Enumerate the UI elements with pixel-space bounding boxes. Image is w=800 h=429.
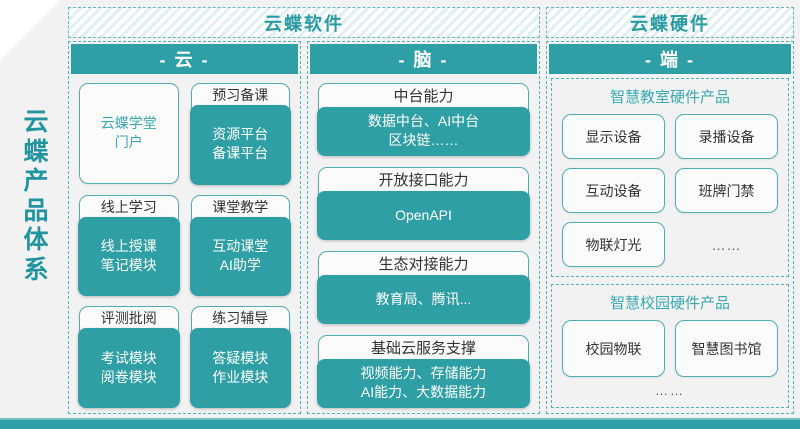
card-cloud-infrastructure-title: 基础云服务支撑: [370, 340, 476, 357]
card-assessment-grading[interactable]: 评测批阅 考试模块 阅卷模块: [78, 306, 180, 408]
card-practice-tutoring-inner: 答疑模块 作业模块: [189, 328, 291, 408]
brain-card-stack: 中台能力 数据中台、AI中台 区块链…… 开放接口能力 OpenAPI: [317, 83, 530, 408]
card-practice-tutoring-item-0: 答疑模块: [212, 349, 269, 366]
card-online-learning-item-1: 笔记模块: [100, 257, 157, 274]
group-software-body: - 云 - 云蝶学堂 门户 预习备课 资源平台: [68, 41, 540, 414]
hw-item-recording-device[interactable]: 录播设备: [675, 114, 778, 160]
hw-item-display-device[interactable]: 显示设备: [562, 114, 665, 160]
cloud-card-grid: 云蝶学堂 门户 预习备课 资源平台 备课平台 线上: [78, 83, 291, 408]
panel-terminal-content: 智慧教室硬件产品 显示设备 录播设备 互动设备 班牌门禁 物联灯光 …… 智慧校…: [547, 74, 793, 413]
card-preview-prep-item-0: 资源平台: [212, 126, 269, 143]
card-cloud-infrastructure-item-0: 视频能力、存储能力: [360, 365, 487, 382]
hw-item-smart-library[interactable]: 智慧图书馆: [675, 320, 778, 377]
bottom-accent-bar: [0, 418, 800, 429]
card-preview-prep[interactable]: 预习备课 资源平台 备课平台: [189, 83, 291, 185]
panel-terminal-title: - 端 -: [549, 44, 791, 74]
card-assessment-grading-inner: 考试模块 阅卷模块: [78, 328, 180, 408]
group-hardware-body: - 端 - 智慧教室硬件产品 显示设备 录播设备 互动设备 班牌门禁 物联灯光 …: [546, 41, 794, 414]
hw-grid-smart-classroom: 显示设备 录播设备 互动设备 班牌门禁 物联灯光 ……: [562, 114, 778, 268]
panel-cloud-title: - 云 -: [71, 44, 298, 74]
vertical-title-char-1: 蝶: [23, 137, 49, 166]
hw-box-smart-campus-title: 智慧校园硬件产品: [609, 295, 730, 313]
card-practice-tutoring-item-1: 作业模块: [212, 368, 269, 385]
card-ecosystem-integration-item-0: 教育局、腾讯...: [375, 290, 472, 307]
card-open-api-item-0: OpenAPI: [395, 206, 452, 223]
card-middle-platform-item-1: 区块链……: [388, 132, 459, 149]
group-hardware: 云蝶硬件 - 端 - 智慧教室硬件产品 显示设备 录播设备 互动设备 班牌门禁 …: [546, 7, 794, 414]
panel-cloud-content: 云蝶学堂 门户 预习备课 资源平台 备课平台 线上: [69, 74, 300, 413]
card-practice-tutoring-title: 练习辅导: [212, 310, 269, 327]
card-cloud-infrastructure-item-1: AI能力、大数据能力: [360, 384, 487, 401]
card-assessment-grading-title: 评测批阅: [100, 310, 157, 327]
card-ecosystem-integration-inner: 教育局、腾讯...: [317, 275, 530, 324]
card-classroom-teaching-inner: 互动课堂 AI助学: [189, 216, 291, 297]
card-preview-prep-item-1: 备课平台: [212, 145, 269, 162]
panel-brain: - 脑 - 中台能力 数据中台、AI中台 区块链…… 开放接口能力: [307, 41, 540, 414]
group-software-header: 云蝶软件: [68, 7, 540, 38]
card-classroom-teaching-item-1: AI助学: [219, 257, 261, 274]
panel-brain-content: 中台能力 数据中台、AI中台 区块链…… 开放接口能力 OpenAPI: [308, 74, 539, 413]
hw-item-interactive-device[interactable]: 互动设备: [562, 168, 665, 214]
card-ecosystem-integration-title: 生态对接能力: [378, 256, 469, 273]
card-online-learning[interactable]: 线上学习 线上授课 笔记模块: [78, 194, 180, 297]
diagram-vertical-title: 云 蝶 产 品 体 系: [8, 108, 64, 285]
card-assessment-grading-item-0: 考试模块: [100, 349, 157, 366]
card-open-api-inner: OpenAPI: [317, 191, 530, 240]
card-middle-platform-title: 中台能力: [393, 88, 454, 105]
panel-terminal: - 端 - 智慧教室硬件产品 显示设备 录播设备 互动设备 班牌门禁 物联灯光 …: [546, 41, 794, 414]
card-yundie-portal-title: 云蝶学堂 门户: [101, 114, 157, 152]
card-online-learning-title: 线上学习: [100, 198, 157, 215]
hw-grid-smart-campus: 校园物联 智慧图书馆: [562, 320, 778, 377]
card-ecosystem-integration[interactable]: 生态对接能力 教育局、腾讯...: [317, 251, 530, 324]
card-middle-platform-inner: 数据中台、AI中台 区块链……: [317, 107, 530, 156]
hw-campus-more-ellipsis: ……: [655, 383, 685, 398]
card-middle-platform-item-0: 数据中台、AI中台: [367, 113, 480, 130]
group-software: 云蝶软件 - 云 - 云蝶学堂 门户 预习备课: [68, 7, 540, 414]
card-middle-platform[interactable]: 中台能力 数据中台、AI中台 区块链……: [317, 83, 530, 156]
card-assessment-grading-item-1: 阅卷模块: [100, 368, 157, 385]
vertical-title-char-4: 体: [23, 226, 49, 254]
card-preview-prep-inner: 资源平台 备课平台: [189, 105, 291, 185]
group-hardware-header: 云蝶硬件: [546, 7, 794, 38]
vertical-title-char-0: 云: [23, 108, 49, 136]
card-cloud-infrastructure-inner: 视频能力、存储能力 AI能力、大数据能力: [317, 359, 530, 408]
panel-brain-title: - 脑 -: [310, 44, 537, 74]
card-classroom-teaching-item-0: 互动课堂: [212, 238, 269, 254]
hw-item-iot-lighting[interactable]: 物联灯光: [562, 222, 665, 268]
vertical-title-char-3: 品: [23, 196, 49, 225]
card-open-api-title: 开放接口能力: [378, 172, 469, 189]
hw-item-campus-iot[interactable]: 校园物联: [562, 320, 665, 377]
card-classroom-teaching-title: 课堂教学: [212, 198, 269, 215]
hw-box-smart-campus: 智慧校园硬件产品 校园物联 智慧图书馆 ……: [551, 284, 789, 408]
card-online-learning-inner: 线上授课 笔记模块: [78, 216, 180, 297]
diagram-board: 云蝶软件 - 云 - 云蝶学堂 门户 预习备课: [68, 7, 794, 414]
card-preview-prep-title: 预习备课: [212, 87, 269, 103]
card-yundie-portal-line-1: 门户: [114, 134, 143, 151]
vertical-title-char-2: 产: [23, 167, 49, 195]
card-classroom-teaching[interactable]: 课堂教学 互动课堂 AI助学: [189, 194, 291, 297]
hw-item-more-ellipsis: ……: [711, 236, 742, 253]
hw-box-smart-classroom: 智慧教室硬件产品 显示设备 录播设备 互动设备 班牌门禁 物联灯光 ……: [551, 78, 789, 278]
card-yundie-portal[interactable]: 云蝶学堂 门户: [79, 83, 179, 184]
card-practice-tutoring[interactable]: 练习辅导 答疑模块 作业模块: [189, 306, 291, 408]
corner-triangle-decoration: [0, 0, 60, 60]
hw-box-smart-classroom-title: 智慧教室硬件产品: [609, 89, 730, 106]
card-cloud-infrastructure[interactable]: 基础云服务支撑 视频能力、存储能力 AI能力、大数据能力: [317, 335, 530, 408]
panel-cloud: - 云 - 云蝶学堂 门户 预习备课 资源平台: [68, 41, 301, 414]
card-online-learning-item-0: 线上授课: [100, 238, 157, 254]
hw-item-class-board-access[interactable]: 班牌门禁: [675, 168, 778, 214]
vertical-title-char-5: 系: [23, 255, 49, 284]
card-open-api[interactable]: 开放接口能力 OpenAPI: [317, 167, 530, 240]
card-yundie-portal-line-0: 云蝶学堂: [100, 115, 157, 132]
